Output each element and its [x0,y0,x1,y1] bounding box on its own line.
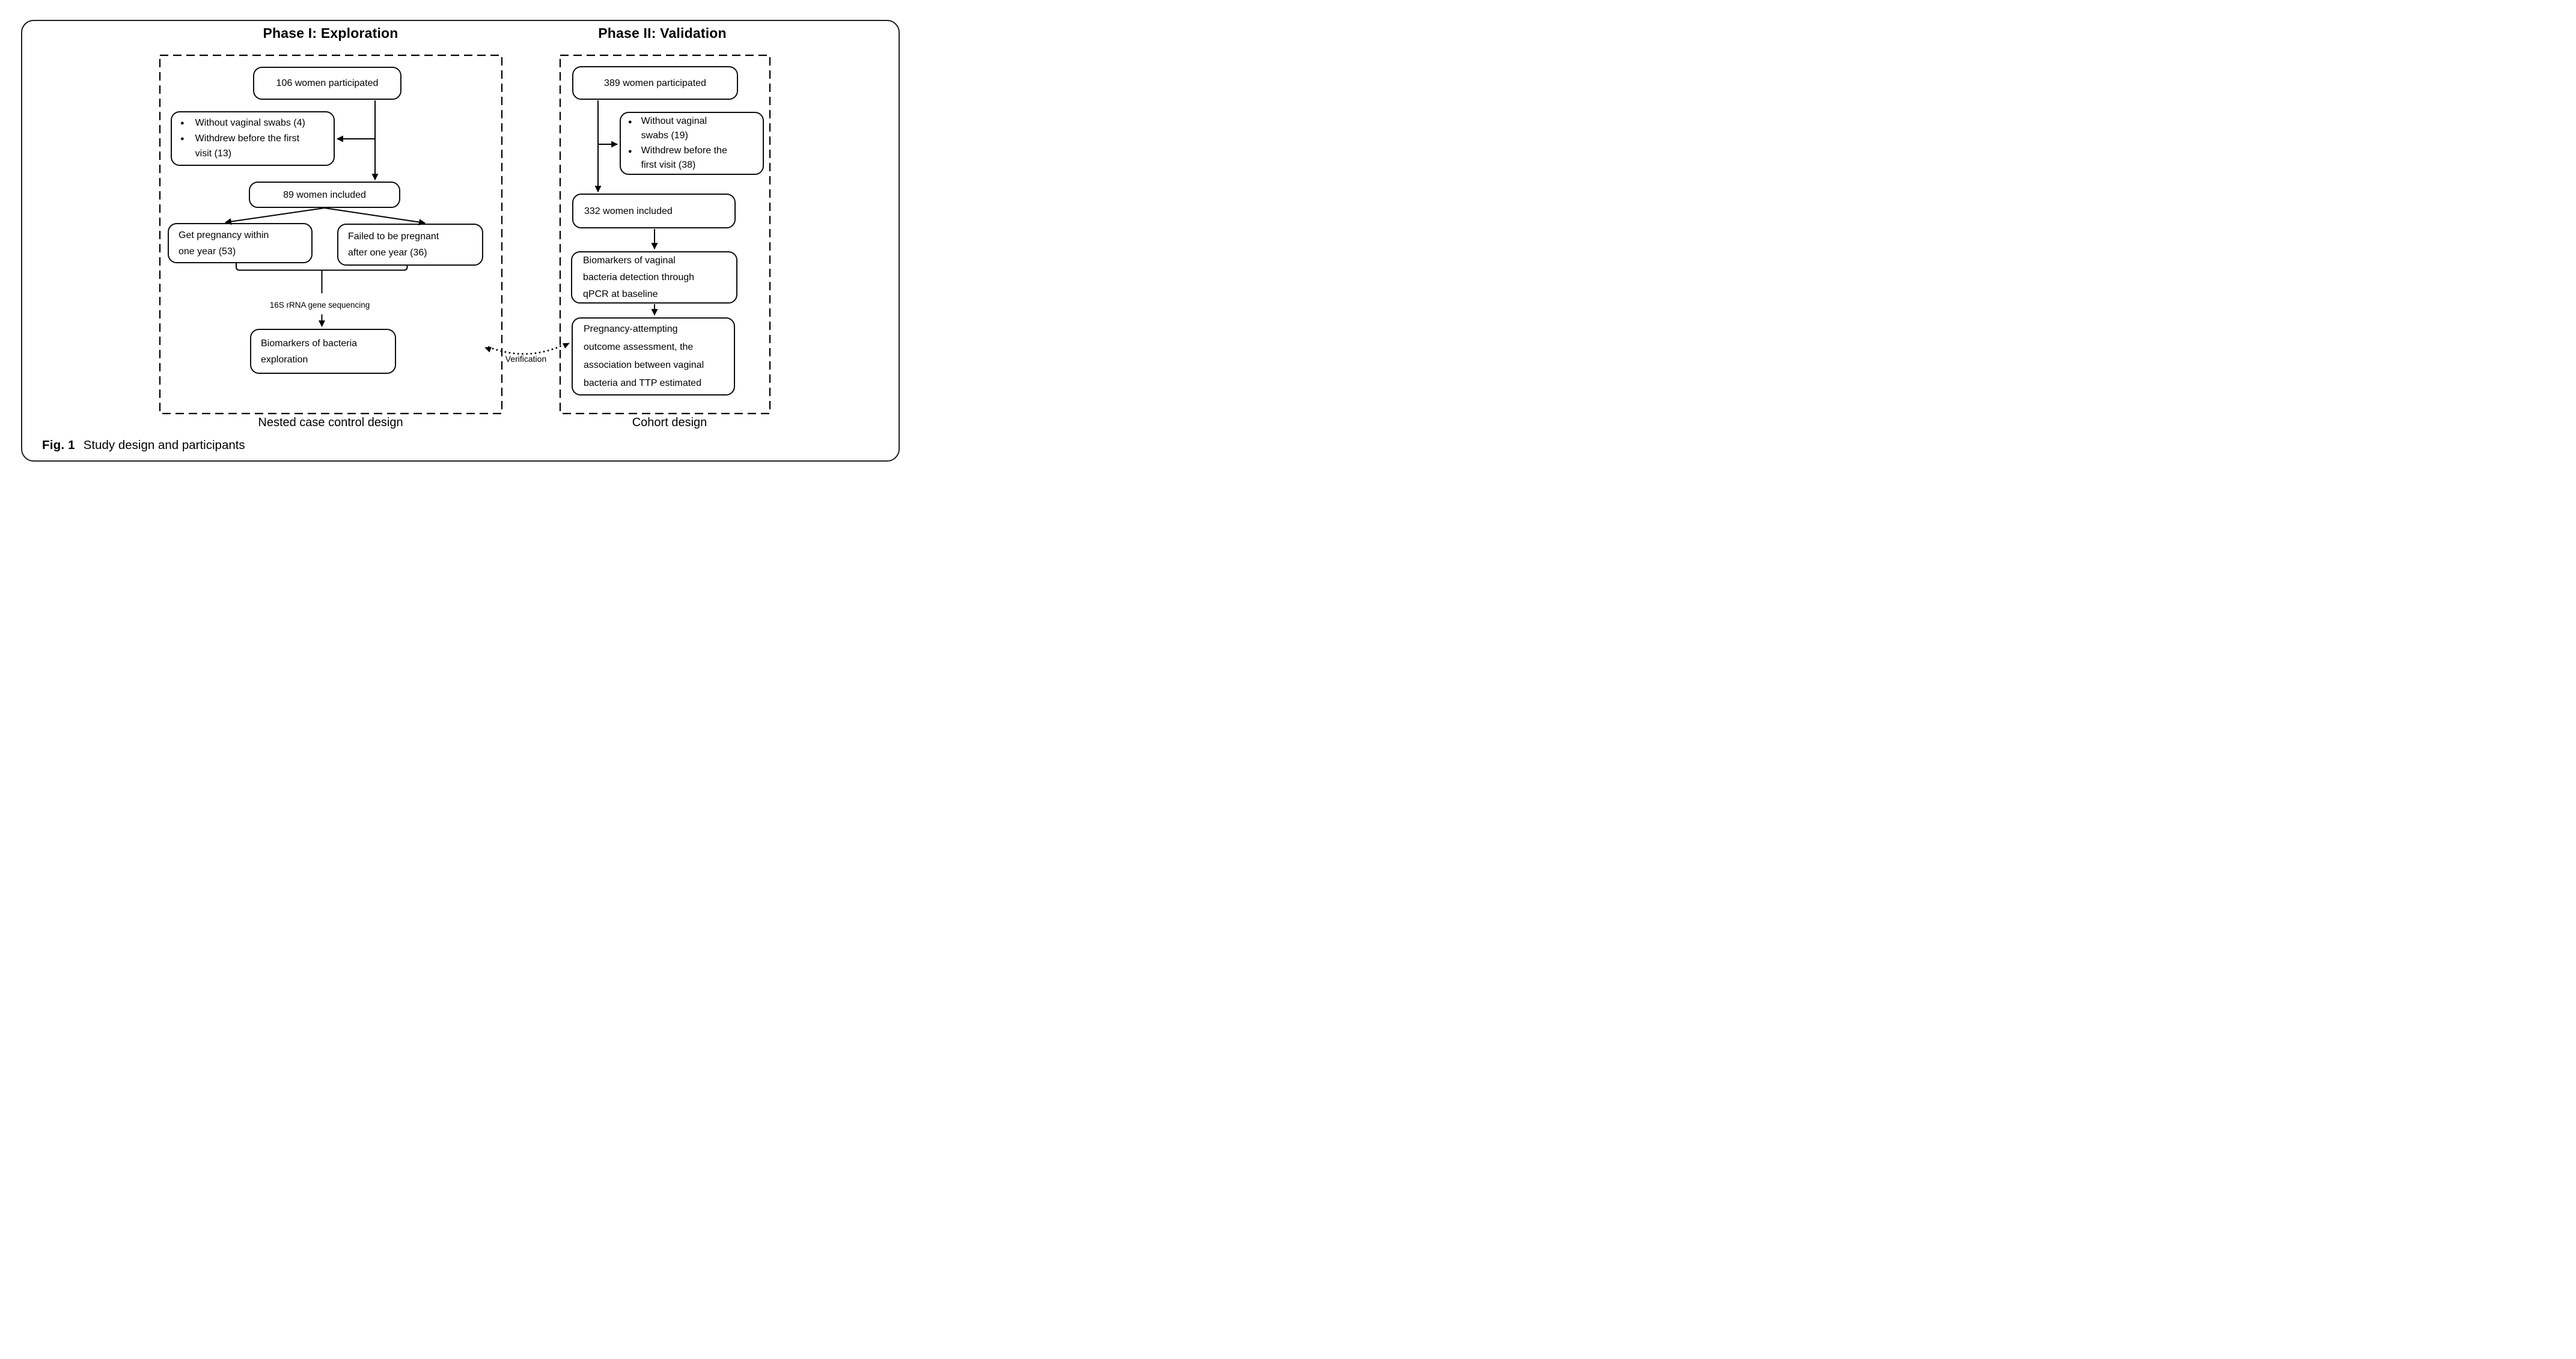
node-label: Biomarkers of bacteria exploration [261,338,358,365]
node-pregnant-within-year: Get pregnancy within one year (53) [168,223,313,263]
phase2-design-label: Cohort design [632,416,707,429]
node-label: 332 women included [584,206,673,216]
exclusion-text: Without vaginal swabs (4) [195,118,305,129]
node-qpcr-detection: Biomarkers of vaginal bacteria detection… [571,251,737,304]
node-label: Biomarkers of vaginal bacteria detection… [583,255,695,299]
node-label: 106 women participated [276,78,379,88]
caption-number: Fig. 1 [42,438,75,452]
exclusion-text: Withdrew before the first visit (38) [641,145,727,171]
node-332-women-included: 332 women included [572,194,736,228]
phase1-design-label: Nested case control design [258,416,403,429]
exclusion-item: ● Without vaginal swabs (19) [628,114,760,144]
arrow-89-to-failed [324,207,426,225]
verification-label: Verification [505,354,547,364]
node-label: Failed to be pregnant after one year (36… [348,231,439,258]
node-outcome-assessment: Pregnancy-attempting outcome assessment,… [572,317,735,395]
arrow-89-to-pregnant [224,207,325,225]
bullet-icon: ● [628,118,632,126]
bullet-icon: ● [180,120,185,127]
exclusion-text: Withdrew before the first visit (13) [195,133,300,159]
node-biomarkers-exploration: Biomarkers of bacteria exploration [250,329,396,374]
exclusion-item: ● Withdrew before the first visit (13) [180,131,330,162]
bullet-icon: ● [628,147,632,155]
figure-caption: Fig. 1 Study design and participants [42,438,245,453]
caption-text: Study design and participants [83,438,245,452]
exclusion-item: ● Without vaginal swabs (4) [180,115,330,131]
verification-arrowhead-left [484,347,492,353]
node-label: 89 women included [283,189,366,200]
bullet-icon: ● [180,135,185,142]
node-label: 389 women participated [604,78,706,88]
node-label: Pregnancy-attempting outcome assessment,… [584,324,704,388]
verification-dotted-arrow [487,343,566,355]
node-106-women-participated: 106 women participated [253,67,401,100]
phase2-title: Phase II: Validation [598,25,727,41]
exclusion-text: Without vaginal swabs (19) [641,115,707,141]
node-phase1-exclusions: ● Without vaginal swabs (4) ● Withdrew b… [171,111,335,166]
exclusion-item: ● Withdrew before the first visit (38) [628,144,760,173]
node-389-women-participated: 389 women participated [572,66,738,100]
figure-study-design: Phase I: Exploration Phase II: Validatio… [0,0,927,489]
node-failed-pregnant: Failed to be pregnant after one year (36… [337,224,483,266]
sequencing-label: 16S rRNA gene sequencing [269,301,370,310]
verification-arrowhead-right [563,343,570,349]
phase1-title: Phase I: Exploration [263,25,398,41]
node-label: Get pregnancy within one year (53) [179,230,269,257]
node-89-women-included: 89 women included [249,182,400,208]
node-phase2-exclusions: ● Without vaginal swabs (19) ● Withdrew … [620,112,764,175]
